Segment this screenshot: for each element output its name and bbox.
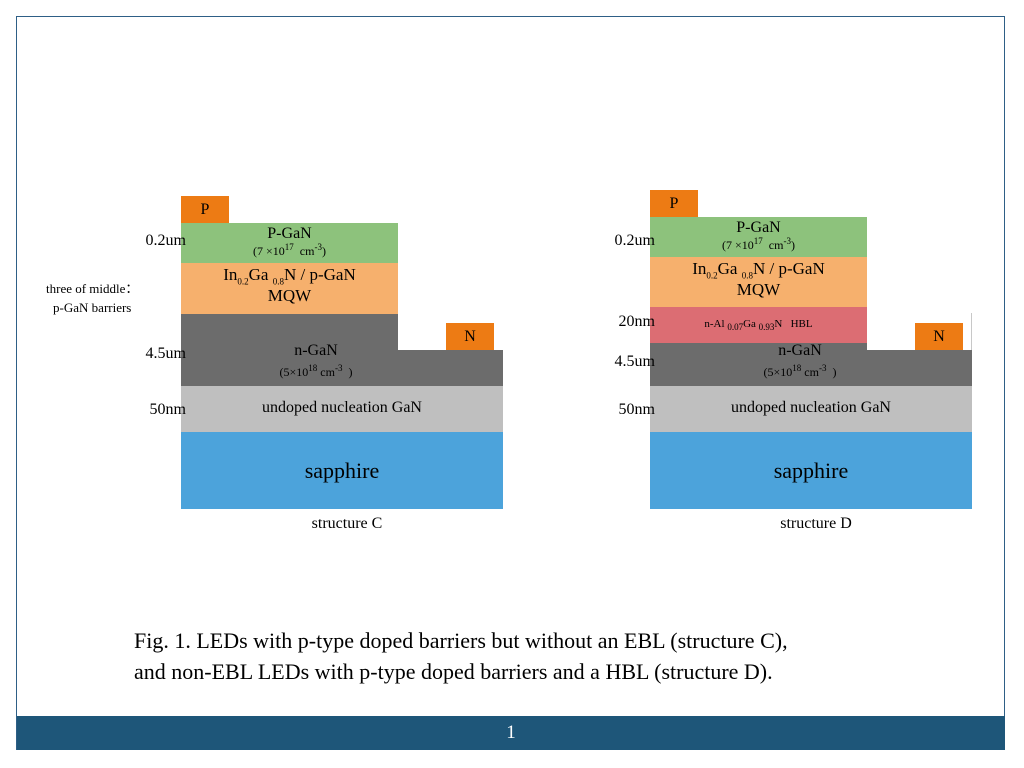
n-pad-label: N — [933, 327, 945, 345]
pgan-layer: P-GaN (7 ×1017 cm-3) — [650, 217, 867, 257]
page-number: 1 — [506, 722, 516, 743]
ngan-label: n-GaN — [778, 342, 822, 359]
hbl-ga: Ga — [743, 318, 759, 330]
ngan-doping-unit: cm — [317, 364, 335, 379]
n-contact-pad: N — [915, 323, 963, 350]
mqw-ga: Ga — [248, 265, 273, 284]
ngan-layer-step — [398, 350, 503, 386]
caption-line-2: and non-EBL LEDs with p-type doped barri… — [134, 659, 773, 684]
thickness-pgan-label: 0.2um — [145, 232, 186, 249]
figure-caption: Fig. 1. LEDs with p-type doped barriers … — [134, 625, 954, 687]
mqw-in: In — [692, 259, 707, 278]
structure-d-title: structure D — [780, 515, 852, 532]
mqw-in: In — [223, 265, 238, 284]
p-pad-label: P — [669, 194, 679, 212]
ngan-doping: (5×1018 cm-3 ) — [650, 362, 950, 379]
mqw-ga-sub: 0.8 — [741, 270, 753, 281]
sapphire-substrate: sapphire — [650, 432, 972, 509]
thickness-ngan-label: 4.5um — [614, 353, 655, 370]
pgan-doping-unit-exp: -3 — [783, 235, 791, 246]
ngan-doping-unit-exp: -3 — [334, 362, 343, 373]
hbl-layer: n-Al 0.07Ga 0.93N HBL — [650, 307, 867, 343]
ngan-layer-mesa — [650, 343, 867, 386]
n-contact-pad: N — [446, 323, 494, 350]
ngan-text: n-GaN (5×1018 cm-3 ) — [181, 342, 451, 379]
ngan-doping-close: ) — [826, 364, 837, 379]
mqw-rest: N / p-GaN — [283, 265, 356, 284]
ngan-edge-line — [971, 313, 972, 350]
mqw-composition: In0.2Ga 0.8N / p-GaN — [181, 265, 398, 287]
mqw-label: MQW — [736, 280, 781, 300]
p-pad-label: P — [200, 200, 210, 218]
nucleation-label: undoped nucleation GaN — [262, 399, 422, 416]
barrier-note-line2: p-GaN barriers — [53, 300, 132, 315]
pgan-label: P-GaN — [736, 219, 781, 236]
hbl-ga-sub: 0.93 — [758, 322, 775, 333]
nucleation-layer: undoped nucleation GaN — [650, 386, 972, 432]
pgan-doping-text: (7 ×10 — [722, 237, 754, 252]
thickness-pgan-label: 0.2um — [614, 232, 655, 249]
ngan-text: n-GaN (5×1018 cm-3 ) — [650, 342, 950, 379]
ngan-doping: (5×1018 cm-3 ) — [181, 362, 451, 379]
thickness-hbl-label: 20nm — [618, 313, 655, 330]
ngan-doping-unit: cm — [801, 364, 819, 379]
mqw-in-sub: 0.2 — [706, 270, 718, 281]
ngan-doping-unit-exp: -3 — [818, 362, 827, 373]
sapphire-label: sapphire — [304, 458, 380, 483]
ngan-doping-close: ) — [342, 364, 353, 379]
sapphire-label: sapphire — [773, 458, 849, 483]
pgan-layer: P-GaN (7 ×1017 cm-3) — [181, 223, 398, 263]
ngan-layer-mesa — [181, 314, 398, 386]
thickness-ngan-label: 4.5um — [145, 345, 186, 362]
nucleation-label: undoped nucleation GaN — [731, 399, 891, 416]
mqw-layer: In0.2Ga 0.8N / p-GaN MQW — [650, 257, 867, 307]
pgan-doping: (7 ×1017 cm-3) — [650, 235, 867, 252]
ngan-doping-text: (5×10 — [763, 364, 793, 379]
pgan-doping-close: ) — [790, 237, 795, 252]
n-pad-label: N — [464, 327, 476, 345]
hbl-prefix: n-Al — [704, 318, 728, 330]
ngan-doping-exp: 18 — [792, 362, 802, 373]
p-contact-pad: P — [650, 190, 698, 217]
sapphire-substrate: sapphire — [181, 432, 503, 509]
hbl-suffix: N HBL — [774, 318, 813, 330]
mqw-composition: In0.2Ga 0.8N / p-GaN — [650, 259, 867, 281]
mqw-ga: Ga — [717, 259, 742, 278]
thickness-nucleation-label: 50nm — [149, 401, 186, 418]
thickness-nucleation-label: 50nm — [618, 401, 655, 418]
structure-c-title: structure C — [311, 515, 383, 532]
pgan-label: P-GaN — [267, 225, 312, 242]
mqw-in-sub: 0.2 — [237, 276, 249, 287]
p-contact-pad: P — [181, 196, 229, 223]
pgan-doping-text: (7 ×10 — [253, 243, 285, 258]
nucleation-layer: undoped nucleation GaN — [181, 386, 503, 432]
mqw-label: MQW — [267, 286, 312, 306]
pgan-doping-exp: 17 — [284, 241, 294, 252]
ngan-doping-text: (5×10 — [279, 364, 309, 379]
ngan-label: n-GaN — [294, 342, 338, 359]
slide-footer-bar: 1 — [17, 716, 1005, 750]
barrier-note: three of middle： p-GaN barriers — [46, 279, 138, 317]
mqw-ga-sub: 0.8 — [272, 276, 284, 287]
caption-line-1: Fig. 1. LEDs with p-type doped barriers … — [134, 628, 788, 653]
pgan-doping-close: ) — [321, 243, 326, 258]
hbl-al-sub: 0.07 — [727, 322, 744, 333]
ngan-layer-step — [867, 350, 972, 386]
pgan-doping-unit-exp: -3 — [314, 241, 322, 252]
barrier-note-line1: three of middle： — [46, 281, 139, 296]
mqw-rest: N / p-GaN — [752, 259, 825, 278]
pgan-doping: (7 ×1017 cm-3) — [181, 241, 398, 258]
pgan-doping-exp: 17 — [753, 235, 763, 246]
mqw-layer: In0.2Ga 0.8N / p-GaN MQW — [181, 263, 398, 314]
pgan-doping-unit: cm — [293, 243, 315, 258]
ngan-doping-exp: 18 — [308, 362, 318, 373]
pgan-doping-unit: cm — [762, 237, 784, 252]
